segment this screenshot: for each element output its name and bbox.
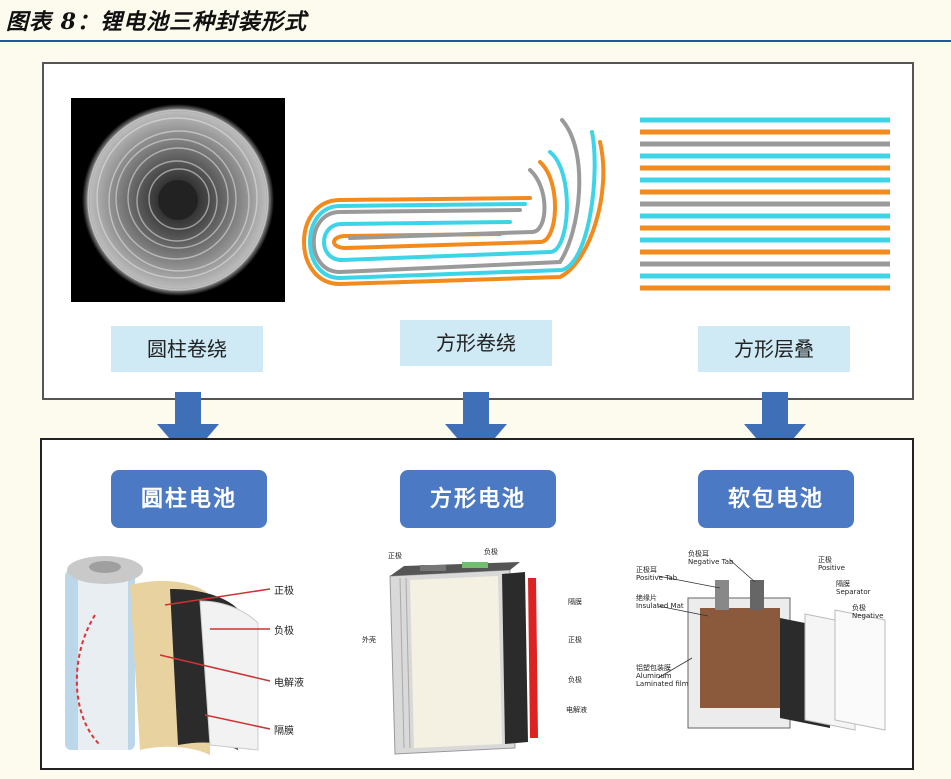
title-rule <box>0 40 951 42</box>
pris-label-cathode: 正极 <box>568 636 582 644</box>
pris-label-separator: 隔膜 <box>568 598 582 606</box>
prismatic-winding-image <box>302 118 606 287</box>
prismatic-battery-badge: 方形电池 <box>400 470 556 528</box>
pouch-label-negative-tab: 负极耳 Negative Tab <box>688 550 734 566</box>
figure-title: 图表 8：锂电池三种封装形式 <box>6 9 307 35</box>
pouch-label-positive-tab: 正极耳 Positive Tab <box>636 566 678 582</box>
pouch-label-negative: 负极 Negative <box>852 604 884 620</box>
cylindrical-battery-badge: 圆柱电池 <box>111 470 267 528</box>
pouch-battery-image <box>657 559 886 731</box>
cyl-label-anode: 负极 <box>274 626 294 637</box>
pris-label-anode: 负极 <box>568 676 582 684</box>
stacked-layers-image <box>640 117 890 291</box>
cyl-label-separator: 隔膜 <box>274 726 294 737</box>
pris-label-electrolyte: 电解液 <box>566 706 587 714</box>
label-prismatic-stacking: 方形层叠 <box>698 326 850 372</box>
cyl-label-electrolyte: 电解液 <box>274 678 304 689</box>
cylindrical-winding-image <box>71 98 285 302</box>
cyl-label-cathode: 正极 <box>274 586 294 597</box>
pris-label-negative-terminal: 负极 <box>484 548 498 556</box>
pris-label-shell: 外壳 <box>362 636 376 644</box>
pouch-label-separator: 隔膜 Separator <box>836 580 871 596</box>
down-arrow-icon <box>445 392 507 460</box>
pris-label-positive-terminal: 正极 <box>388 552 402 560</box>
pouch-label-insulated-mat: 绝缘片 Insulated Mat <box>636 594 684 610</box>
pouch-label-positive: 正极 Positive <box>818 556 845 572</box>
cylindrical-battery-image <box>65 556 271 755</box>
pouch-battery-badge: 软包电池 <box>698 470 854 528</box>
down-arrow-icon <box>744 392 806 460</box>
label-cylindrical-winding: 圆柱卷绕 <box>111 326 263 372</box>
pouch-label-laminated-film: 铝塑包装膜 Aluminum Laminated film <box>636 664 689 688</box>
prismatic-battery-image <box>389 562 538 755</box>
down-arrow-icon <box>157 392 219 460</box>
label-prismatic-winding: 方形卷绕 <box>400 320 552 366</box>
